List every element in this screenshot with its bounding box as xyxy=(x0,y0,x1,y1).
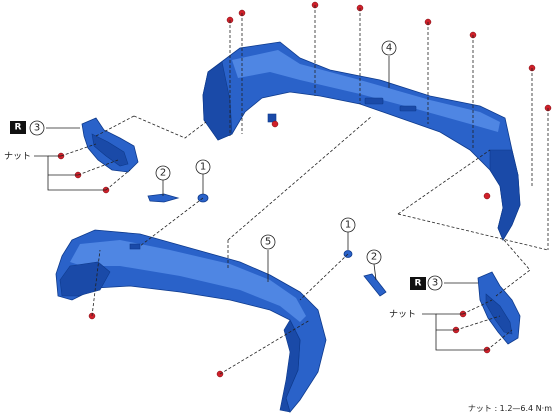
callout-1-upper: 1 xyxy=(195,159,211,175)
torque-note: ナット : 1.2—6.4 N·m xyxy=(468,404,552,413)
callout-4: 4 xyxy=(381,40,397,56)
assembly-dashed-lines xyxy=(60,5,549,375)
callout-1-lower: 1 xyxy=(340,217,356,233)
lower-bumper-part-5 xyxy=(55,229,327,413)
svg-text:R: R xyxy=(15,123,22,133)
svg-text:1: 1 xyxy=(200,162,206,173)
nut-label-right: ナット xyxy=(389,309,416,320)
svg-text:1: 1 xyxy=(345,220,351,231)
callout-5: 5 xyxy=(260,234,276,250)
svg-text:2: 2 xyxy=(160,168,166,179)
svg-text:R: R xyxy=(415,279,422,289)
svg-text:3: 3 xyxy=(432,278,438,289)
upper-bumper-part-4 xyxy=(202,41,521,241)
plate-part-2-upper xyxy=(147,193,180,203)
svg-text:4: 4 xyxy=(386,43,392,54)
plate-part-2-lower xyxy=(363,273,387,297)
svg-text:3: 3 xyxy=(34,123,40,134)
leader-lines xyxy=(34,56,487,351)
bolt-icon xyxy=(483,192,491,200)
callout-3-right: R 3 xyxy=(410,275,443,291)
svg-text:5: 5 xyxy=(265,237,271,248)
svg-text:2: 2 xyxy=(371,252,377,263)
bolt-icon xyxy=(271,120,279,128)
callout-2-lower: 2 xyxy=(366,249,382,265)
callout-2-upper: 2 xyxy=(155,165,171,181)
left-bracket-part-3 xyxy=(81,117,139,173)
callout-3-left: R 3 xyxy=(10,120,45,136)
nut-label-left: ナット xyxy=(4,151,31,162)
